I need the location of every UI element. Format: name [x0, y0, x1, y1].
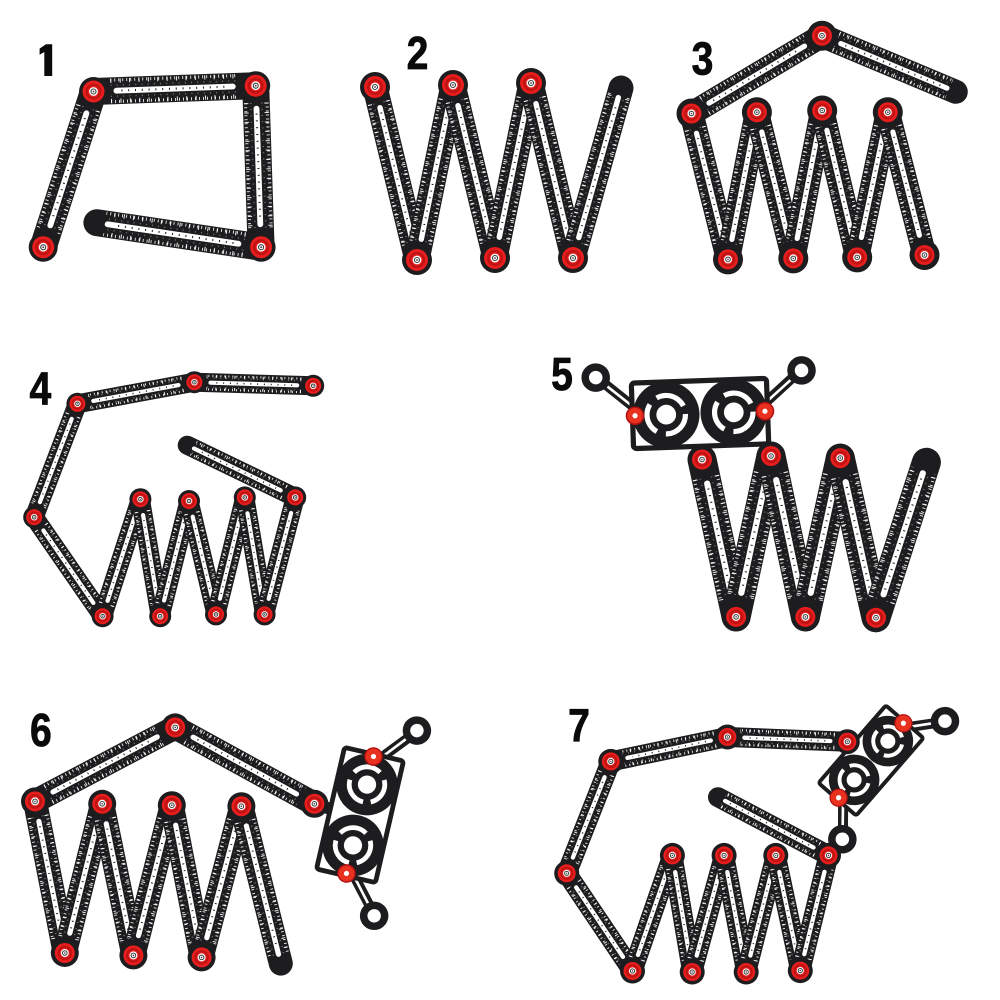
svg-text:7: 7: [568, 700, 590, 752]
svg-text:4: 4: [29, 364, 51, 416]
svg-text:6: 6: [30, 705, 52, 757]
svg-text:2: 2: [407, 28, 429, 80]
svg-text:3: 3: [692, 34, 714, 86]
svg-text:5: 5: [551, 349, 573, 401]
